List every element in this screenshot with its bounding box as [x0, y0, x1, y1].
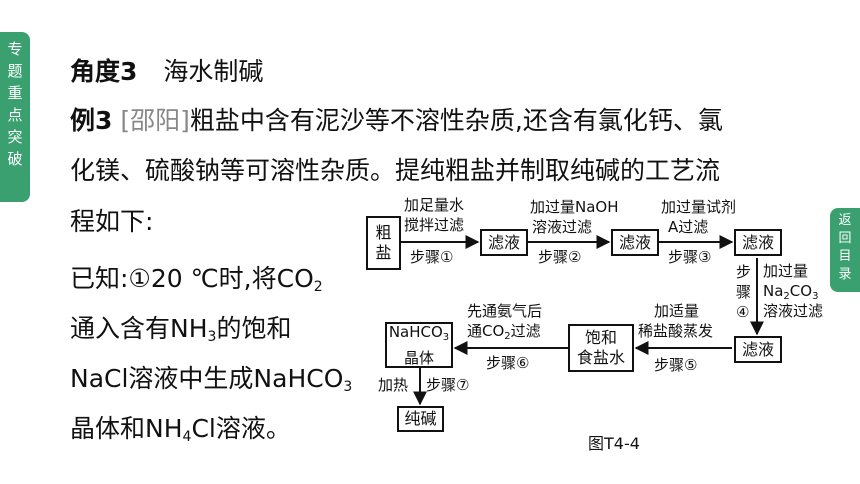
box-text: 滤液: [487, 232, 520, 252]
subscript: 2: [313, 279, 323, 295]
step5-condition-1: 加适量: [654, 302, 700, 320]
step6-condition-2: 通CO2过滤: [467, 322, 541, 346]
box-nahco3-crystal: NaHCO3 晶体: [385, 322, 453, 368]
step4-char: ④: [736, 303, 750, 321]
known-line-2: 通入含有NH3的饱和: [70, 312, 291, 354]
example-line-2: 化镁、硫酸钠等可溶性杂质。提纯粗盐并制取纯碱的工艺流: [70, 154, 720, 188]
known-text: 已知:①20 ℃时,将CO: [70, 264, 314, 293]
subscript: 2: [783, 291, 790, 302]
return-tab-char: 录: [838, 267, 852, 282]
return-tab-char: 回: [838, 231, 852, 246]
step5-label: 步骤⑤: [654, 356, 698, 374]
box-text: NaHCO: [388, 323, 443, 341]
box-filtrate-4: 滤液: [734, 336, 782, 363]
label-text: 通CO: [467, 322, 505, 340]
example-text: 粗盐中含有泥沙等不溶性杂质,还含有氯化钙、氯: [189, 106, 723, 135]
box-text: 滤液: [618, 232, 651, 252]
known-text: Cl溶液。: [191, 414, 291, 443]
box-text: 纯碱: [404, 409, 437, 428]
section-heading: 角度3 海水制碱: [70, 52, 263, 88]
step3-condition-2: A过滤: [668, 218, 709, 236]
box-text: 滤液: [741, 339, 774, 359]
box-text: 食盐水: [576, 348, 625, 367]
box-saturated-brine: 饱和 食盐水: [568, 324, 634, 372]
box-text: 滤液: [741, 232, 774, 252]
subscript: 2: [504, 331, 511, 342]
step7-label: 步骤⑦: [426, 376, 470, 394]
example-text: 化镁、硫酸钠等可溶性杂质。提纯粗盐并制取纯碱的工艺流: [70, 156, 721, 185]
box-filtrate-3: 滤液: [734, 229, 782, 256]
example-label: 例3: [70, 106, 113, 135]
heading-angle: 角度3: [70, 57, 138, 86]
subscript: 4: [182, 429, 192, 445]
box-soda-ash: 纯碱: [397, 406, 444, 432]
step7-condition: 加热: [378, 376, 409, 394]
example-source: [邵阳]: [120, 106, 190, 135]
step2-label: 步骤②: [538, 248, 582, 266]
step6-label: 步骤⑥: [486, 354, 530, 372]
known-text: NaCl溶液中生成NaHCO: [70, 364, 344, 393]
subscript: 3: [343, 379, 353, 395]
subscript: 3: [207, 329, 217, 345]
known-line-4: 晶体和NH4Cl溶液。: [70, 412, 291, 454]
step1-condition-2: 搅拌过滤: [404, 216, 465, 234]
side-tab-char: 突: [7, 128, 23, 146]
step4-condition-3: 溶液过滤: [763, 302, 824, 320]
known-text: 晶体和NH: [70, 414, 183, 443]
side-tab-char: 题: [7, 62, 23, 80]
subscript: 3: [442, 332, 450, 343]
step4-char: 步: [736, 263, 752, 281]
step4-label: 步 骤 ④: [736, 262, 751, 322]
step2-condition-1: 加过量NaOH: [530, 198, 619, 216]
subscript: 3: [812, 291, 819, 302]
known-text: 通入含有NH: [70, 314, 208, 343]
label-text: CO: [789, 282, 813, 300]
step4-char: 骤: [736, 283, 752, 301]
example-line-3: 程如下:: [70, 205, 153, 239]
side-tab-char: 专: [7, 40, 23, 58]
box-text: 粗: [375, 223, 392, 242]
step6-condition-1: 先通氨气后: [467, 302, 543, 320]
step1-condition-1: 加足量水: [404, 196, 465, 214]
return-tab-char: 返: [838, 213, 852, 228]
box-text: 饱和: [584, 328, 617, 347]
example-line-1: 例3 [邵阳]粗盐中含有泥沙等不溶性杂质,还含有氯化钙、氯: [70, 104, 723, 138]
box-crude-salt: 粗 盐: [366, 216, 401, 270]
return-tab-char: 目: [838, 249, 852, 264]
box-filtrate-2: 滤液: [611, 229, 659, 256]
side-tab-char: 破: [7, 150, 23, 168]
example-text: 程如下:: [70, 207, 154, 236]
step5-condition-2: 稀盐酸蒸发: [638, 322, 714, 340]
step4-condition-1: 加过量: [763, 262, 809, 280]
step4-condition-2: Na2CO3: [763, 282, 818, 306]
label-text: 过滤: [510, 322, 541, 340]
step2-condition-2: 溶液过滤: [532, 218, 593, 236]
step3-label: 步骤③: [668, 248, 712, 266]
side-tab-special-topic[interactable]: 专 题 重 点 突 破: [0, 32, 30, 202]
known-text: 的饱和: [216, 314, 292, 343]
step1-label: 步骤①: [410, 248, 454, 266]
figure-caption: 图T4-4: [588, 434, 640, 453]
return-to-contents-button[interactable]: 返 回 目 录: [830, 208, 860, 292]
box-text: 盐: [375, 243, 392, 262]
side-tab-char: 点: [7, 106, 23, 124]
label-text: Na: [763, 282, 784, 300]
known-line-1: 已知:①20 ℃时,将CO2: [70, 262, 323, 304]
heading-topic: 海水制碱: [163, 57, 264, 86]
box-text: 晶体: [403, 349, 434, 367]
step3-condition-1: 加过量试剂: [661, 198, 737, 216]
known-line-3: NaCl溶液中生成NaHCO3: [70, 362, 352, 404]
box-filtrate-1: 滤液: [480, 229, 528, 256]
side-tab-char: 重: [7, 84, 23, 102]
